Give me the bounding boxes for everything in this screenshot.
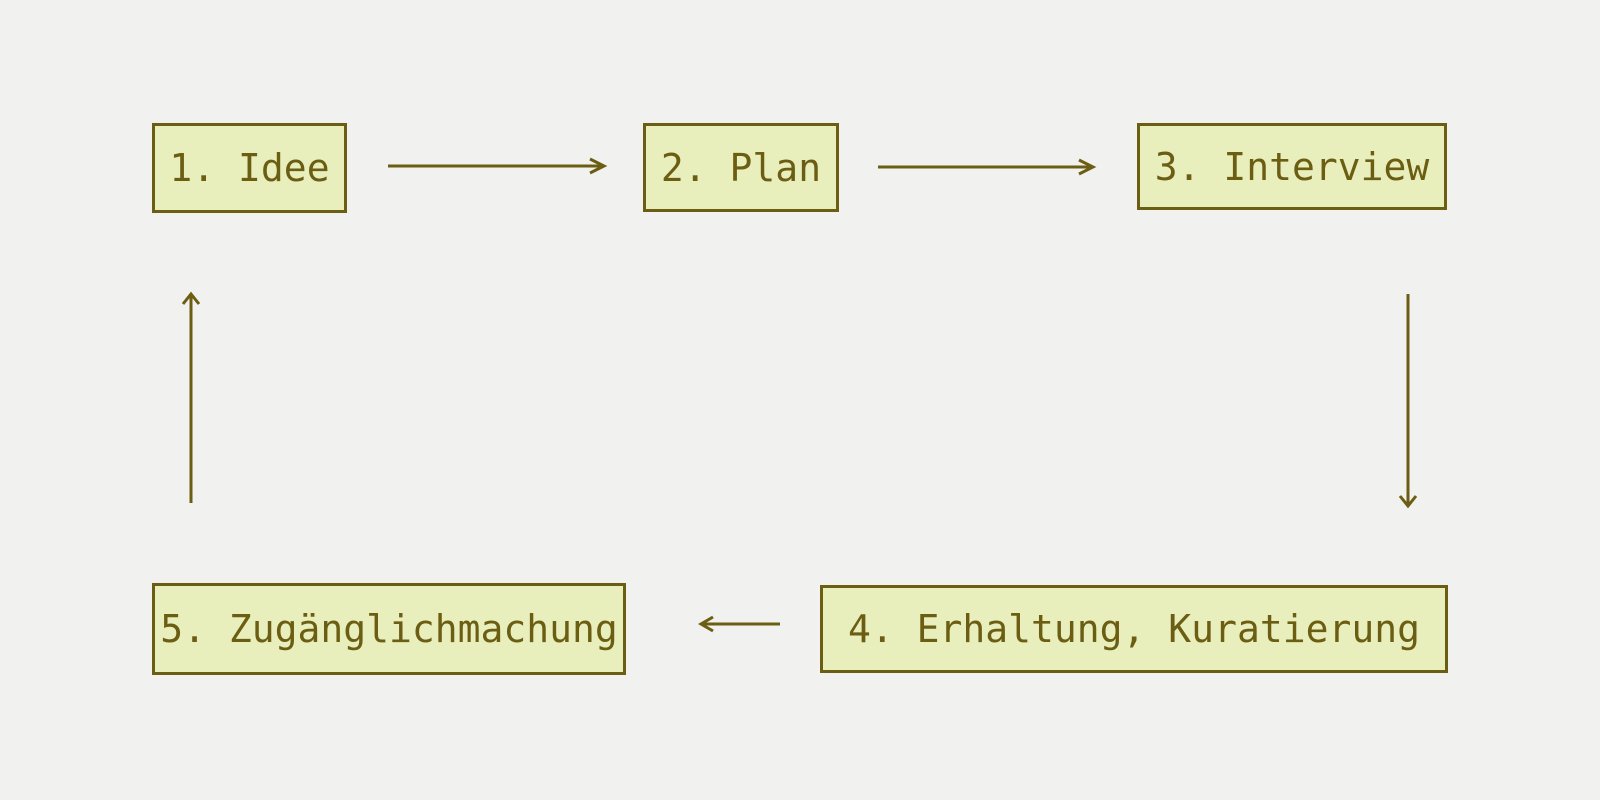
node-plan: 2. Plan	[643, 123, 839, 212]
arrow-zugaenglichmachung-to-idee-icon	[181, 291, 201, 503]
arrow-interview-to-erhaltung-icon	[1398, 294, 1418, 509]
node-zugaenglichmachung: 5. Zugänglichmachung	[152, 583, 626, 675]
node-interview: 3. Interview	[1137, 123, 1447, 210]
node-idee: 1. Idee	[152, 123, 347, 213]
arrow-idee-to-plan-icon	[388, 157, 608, 175]
node-erhaltung-kuratierung: 4. Erhaltung, Kuratierung	[820, 585, 1448, 673]
arrow-plan-to-interview-icon	[878, 158, 1097, 176]
arrow-erhaltung-to-zugaenglichmachung-icon	[698, 615, 780, 633]
